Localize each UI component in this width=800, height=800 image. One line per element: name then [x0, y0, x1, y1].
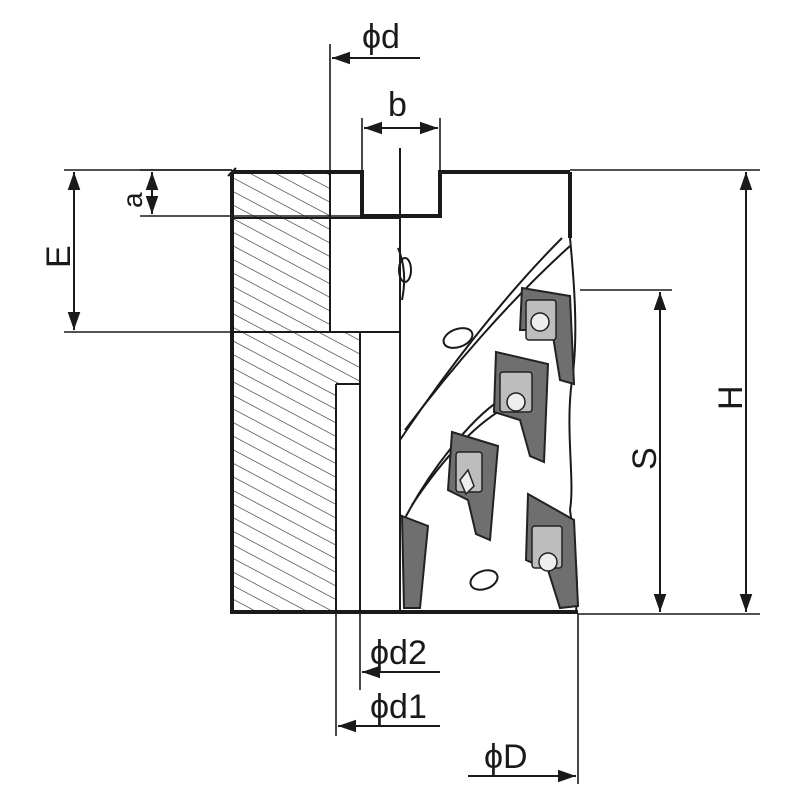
- insert-1: [518, 286, 576, 386]
- label-a: a: [117, 192, 148, 208]
- section-body: [232, 172, 400, 612]
- insert-3: [446, 430, 500, 542]
- insert-2: [492, 350, 550, 464]
- label-b: b: [388, 86, 407, 124]
- dimension-labels: ϕd b a E H S ϕd2 ϕd1 ϕD: [40, 18, 750, 776]
- dimension-lines: [64, 44, 760, 784]
- label-E: E: [40, 245, 78, 268]
- label-S: S: [626, 447, 664, 470]
- insert-5: [524, 492, 580, 610]
- cutting-head: [397, 237, 580, 613]
- label-phi-d2: ϕd2: [370, 634, 427, 672]
- insert-4: [400, 514, 430, 609]
- label-phi-d1: ϕd1: [370, 688, 427, 726]
- label-phi-d: ϕd: [362, 18, 400, 56]
- cutter-outline: [227, 148, 578, 614]
- label-phi-D: ϕD: [484, 738, 528, 776]
- label-H: H: [712, 385, 750, 410]
